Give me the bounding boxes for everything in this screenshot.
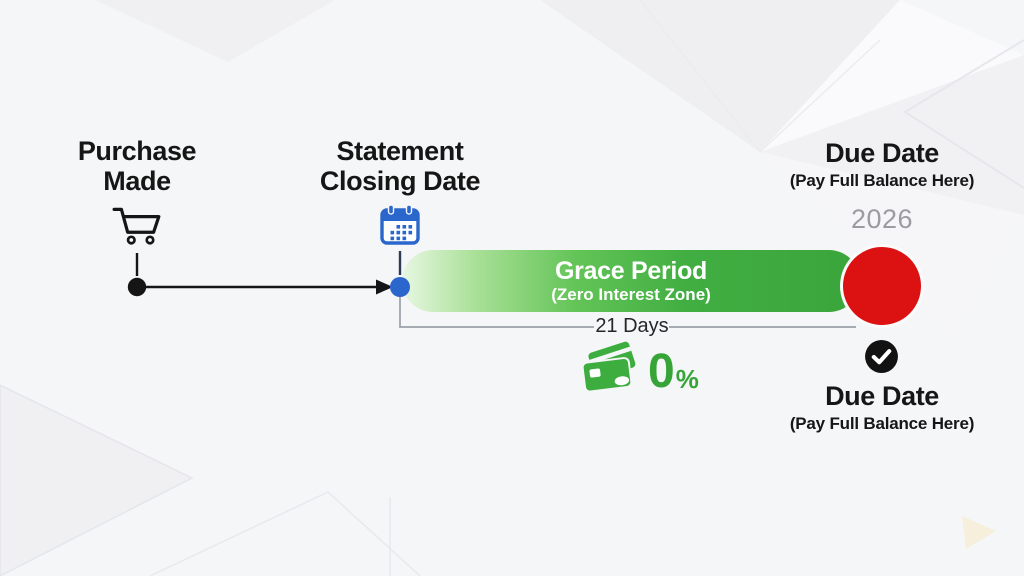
due-date-top-subtitle: (Pay Full Balance Here) <box>789 171 975 190</box>
grace-period-subtitle: (Zero Interest Zone) <box>551 284 711 304</box>
zero-percent-label: 0 % <box>648 345 699 398</box>
credit-cards-icon <box>581 341 636 393</box>
statement-closing-line2: Closing Date <box>319 166 481 196</box>
percent-sign: % <box>675 364 699 394</box>
due-date-bottom-title: Due Date <box>825 381 939 411</box>
purchase-made-line1: Purchase <box>77 136 197 166</box>
purchase-made-label: Purchase Made <box>37 136 237 196</box>
due-date-bottom-subtitle: (Pay Full Balance Here) <box>789 414 975 433</box>
duration-label: 21 Days <box>595 315 669 337</box>
zero-interest-group: 0 % <box>578 340 699 398</box>
year-label: 2026 <box>850 204 914 234</box>
purchase-marker-dot <box>127 277 147 297</box>
statement-closing-label: Statement Closing Date <box>290 136 510 196</box>
zero-percent-value: 0 <box>648 345 675 398</box>
statement-closing-line1: Statement <box>336 136 464 166</box>
shopping-cart-icon <box>112 207 161 245</box>
calendar-icon <box>380 204 420 245</box>
grace-period-title: Grace Period <box>554 256 708 285</box>
purchase-made-line2: Made <box>103 166 171 196</box>
statement-marker-dot <box>390 277 410 297</box>
checkmark-icon <box>865 340 898 373</box>
due-date-top-title: Due Date <box>825 138 939 168</box>
red-circle-marker <box>840 244 924 328</box>
due-date-top-label: Due Date (Pay Full Balance Here) <box>758 138 1006 191</box>
grace-period-bar: Grace Period (Zero Interest Zone) <box>402 250 860 312</box>
due-date-bottom-label: Due Date (Pay Full Balance Here) <box>758 381 1006 434</box>
